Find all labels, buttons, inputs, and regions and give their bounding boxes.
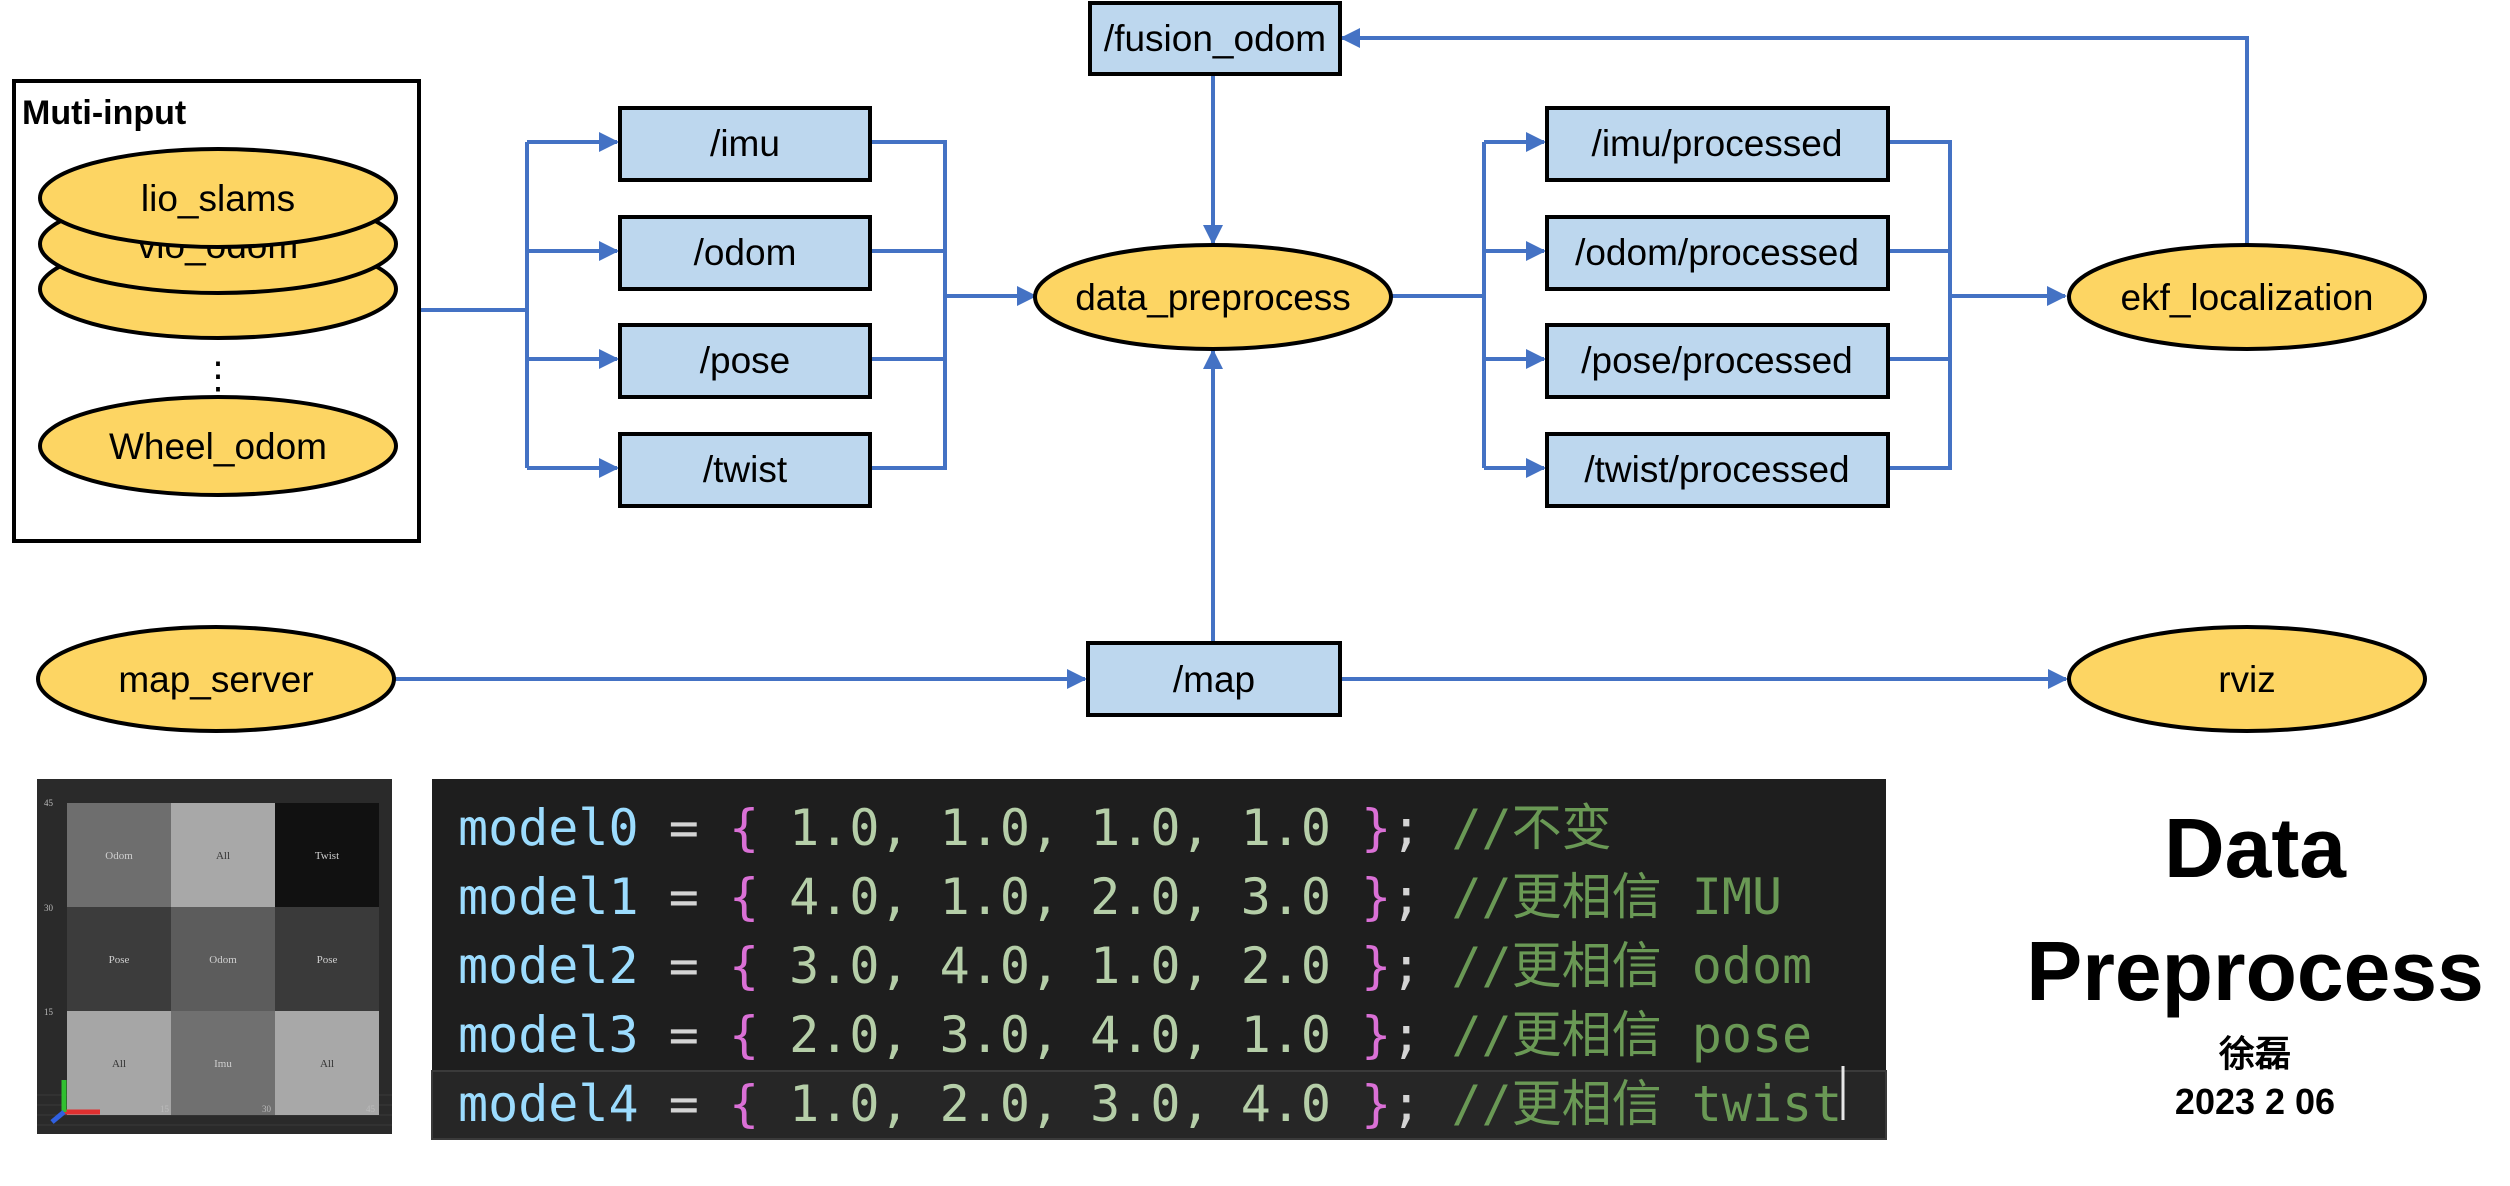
grid-tile-label: All — [216, 850, 230, 862]
topic-imu-label: /imu — [710, 123, 780, 164]
grid-tile-label: Pose — [317, 954, 338, 966]
source-label-wheel-odom: Wheel_odom — [109, 426, 327, 467]
grid-y-label-2: 15 — [44, 1007, 54, 1017]
code-line[interactable]: model2 = { 3.0, 4.0, 1.0, 2.0 }; //更相信 o… — [458, 937, 1812, 995]
grid-tile — [275, 803, 379, 907]
grid-x-label-2: 45 — [366, 1104, 376, 1114]
topic-fusion-odom[interactable] — [1088, 1, 1342, 76]
axes-gizmo-icon — [50, 1080, 100, 1124]
code-block: model0 = { 1.0, 1.0, 1.0, 1.0 }; //不变 mod… — [431, 779, 1887, 1140]
grid-tile-label: Pose — [109, 954, 130, 966]
topic-pose-label: /pose — [700, 340, 791, 381]
topic-odom-label: /odom — [694, 232, 797, 273]
grid-tile — [275, 907, 379, 1011]
sources-ellipsis: ⋮ — [200, 355, 237, 396]
title-block: Data Preprocess 徐磊 2023 2 06 — [2026, 801, 2484, 1122]
grid-tile — [171, 803, 275, 907]
node-ekf-localization[interactable] — [2067, 243, 2427, 351]
edge-ekf-to-fusion — [1340, 28, 2249, 244]
source-node-lio-slams[interactable] — [38, 147, 398, 249]
topic-twist-processed-label: /twist/processed — [1584, 449, 1849, 490]
topic-imu[interactable] — [618, 106, 872, 182]
grid-tile-label: Odom — [209, 954, 237, 966]
processed-topics: /imu/processed /odom/processed /pose/pro… — [1545, 106, 1890, 508]
current-line-highlight — [431, 1070, 1887, 1140]
topic-imu-processed[interactable] — [1545, 106, 1890, 182]
connectors — [395, 28, 2249, 689]
topic-map-label: /map — [1173, 659, 1255, 700]
code-lines: model0 = { 1.0, 1.0, 1.0, 1.0 }; //不变 mod… — [431, 799, 1887, 1140]
title-date: 2023 2 06 — [2175, 1081, 2335, 1122]
title-line-1: Data — [2164, 801, 2347, 895]
topic-odom-processed-label: /odom/processed — [1575, 232, 1859, 273]
source-node-wheel-odom[interactable] — [38, 395, 398, 497]
node-ekf-localization-label: ekf_localization — [2121, 277, 2374, 318]
source-label-lio-slams: lio_slams — [141, 178, 295, 219]
topic-pose-processed[interactable] — [1545, 323, 1890, 399]
topic-twist[interactable] — [618, 432, 872, 508]
topic-odom-processed[interactable] — [1545, 215, 1890, 291]
code-line[interactable]: model3 = { 2.0, 3.0, 4.0, 1.0 }; //更相信 p… — [458, 1006, 1812, 1064]
topic-pose[interactable] — [618, 323, 872, 399]
node-map-server[interactable] — [36, 625, 396, 733]
grid-y-label-0: 45 — [44, 798, 54, 808]
topic-pose-processed-label: /pose/processed — [1581, 340, 1853, 381]
grid-tile — [275, 1011, 379, 1115]
grid-tile — [171, 907, 275, 1011]
node-data-preprocess[interactable] — [1033, 243, 1393, 351]
topic-map[interactable] — [1086, 641, 1342, 717]
topic-fusion-odom-label: /fusion_odom — [1104, 18, 1326, 59]
grid-x-label-1: 30 — [262, 1104, 272, 1114]
grid-tile-label: All — [320, 1058, 334, 1070]
topic-twist-processed[interactable] — [1545, 432, 1890, 508]
node-rviz[interactable] — [2067, 625, 2427, 733]
node-data-preprocess-label: data_preprocess — [1075, 277, 1351, 318]
edge-processed-merge — [1888, 140, 1952, 470]
multi-input-group: Muti-input vio_odom lio_slams ⋮ Wheel_od… — [12, 79, 421, 543]
edge-merge-trunk — [870, 140, 947, 470]
input-topics: /imu /odom /pose /twist — [618, 106, 872, 508]
grid-tile — [67, 1011, 171, 1115]
node-map-server-label: map_server — [118, 659, 313, 700]
node-rviz-label: rviz — [2218, 659, 2276, 700]
grid-tile — [171, 1011, 275, 1115]
topic-odom[interactable] — [618, 215, 872, 291]
grid-y-label-1: 30 — [44, 903, 54, 913]
title-author: 徐磊 — [2218, 1033, 2291, 1074]
grid-tile-label: Twist — [315, 850, 339, 862]
multi-input-title: Muti-input — [22, 94, 186, 132]
grid-tile-label: All — [112, 1058, 126, 1070]
title-line-2: Preprocess — [2026, 924, 2484, 1018]
grid-tile — [67, 803, 171, 907]
code-line[interactable]: model4 = { 1.0, 2.0, 3.0, 4.0 }; //更相信 t… — [458, 1075, 1842, 1133]
topic-twist-label: /twist — [703, 449, 788, 490]
grid-x-label-0: 15 — [160, 1104, 170, 1114]
grid-tile-label: Odom — [105, 850, 133, 862]
grid-tile — [67, 907, 171, 1011]
code-line[interactable]: model0 = { 1.0, 1.0, 1.0, 1.0 }; //不变 — [458, 799, 1612, 857]
grid-tile-label: Imu — [214, 1058, 232, 1070]
topic-imu-processed-label: /imu/processed — [1592, 123, 1843, 164]
code-line[interactable]: model1 = { 4.0, 1.0, 2.0, 3.0 }; //更相信 I… — [458, 868, 1782, 926]
